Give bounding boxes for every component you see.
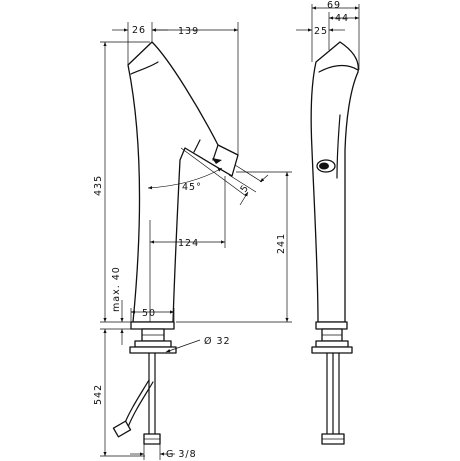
aerator-mark	[212, 158, 222, 164]
dim-69-label: 69	[327, 0, 341, 11]
dim-139: 139	[152, 22, 239, 155]
dim-124: 124	[149, 176, 226, 322]
dim-435-label: 435	[93, 175, 104, 196]
dim-44-label: 44	[335, 13, 349, 24]
front-view: 26 139 435 45° 5	[93, 22, 292, 460]
mounting-thread-side	[311, 328, 353, 354]
dim-g38: G 3/8	[130, 444, 197, 460]
dim-69: 69	[311, 0, 360, 70]
dim-241-label: 241	[276, 233, 287, 254]
spout-tip	[212, 144, 219, 161]
base-plate-side	[315, 321, 348, 330]
spout-band	[193, 139, 201, 153]
dim-435: 435	[93, 41, 150, 323]
dim-32: Ø 32	[165, 336, 231, 353]
dim-139-label: 139	[178, 26, 199, 37]
base-plate-front	[130, 321, 175, 330]
dim-26-label: 26	[132, 25, 146, 36]
mounting-thread-front	[129, 328, 177, 354]
dim-241: 241	[176, 171, 292, 323]
faucet-body-side	[310, 41, 359, 323]
dim-5-label: 5	[238, 183, 251, 195]
side-cap-band	[318, 64, 359, 73]
dim-32-label: Ø 32	[204, 336, 231, 347]
side-outlet-inner	[319, 162, 329, 170]
dim-50: 50	[130, 308, 175, 322]
dim-25: 25	[296, 26, 345, 37]
hoses-front	[112, 352, 161, 445]
dim-5: 5	[228, 164, 269, 206]
top-cap-band	[130, 61, 159, 75]
hoses-side	[321, 352, 345, 445]
side-view: 69 44 25	[296, 0, 360, 445]
dim-g38-label: G 3/8	[166, 449, 197, 460]
dim-45-angle: 45°	[147, 147, 247, 197]
dim-542-label: 542	[93, 384, 104, 405]
dim-45-label: 45°	[182, 182, 202, 193]
dim-max-40-label: max. 40	[111, 266, 122, 312]
dim-542: 542	[93, 329, 145, 457]
dim-25-label: 25	[314, 26, 328, 37]
dim-124-label: 124	[178, 238, 199, 249]
side-lever	[336, 114, 341, 179]
dim-50-label: 50	[142, 308, 156, 319]
